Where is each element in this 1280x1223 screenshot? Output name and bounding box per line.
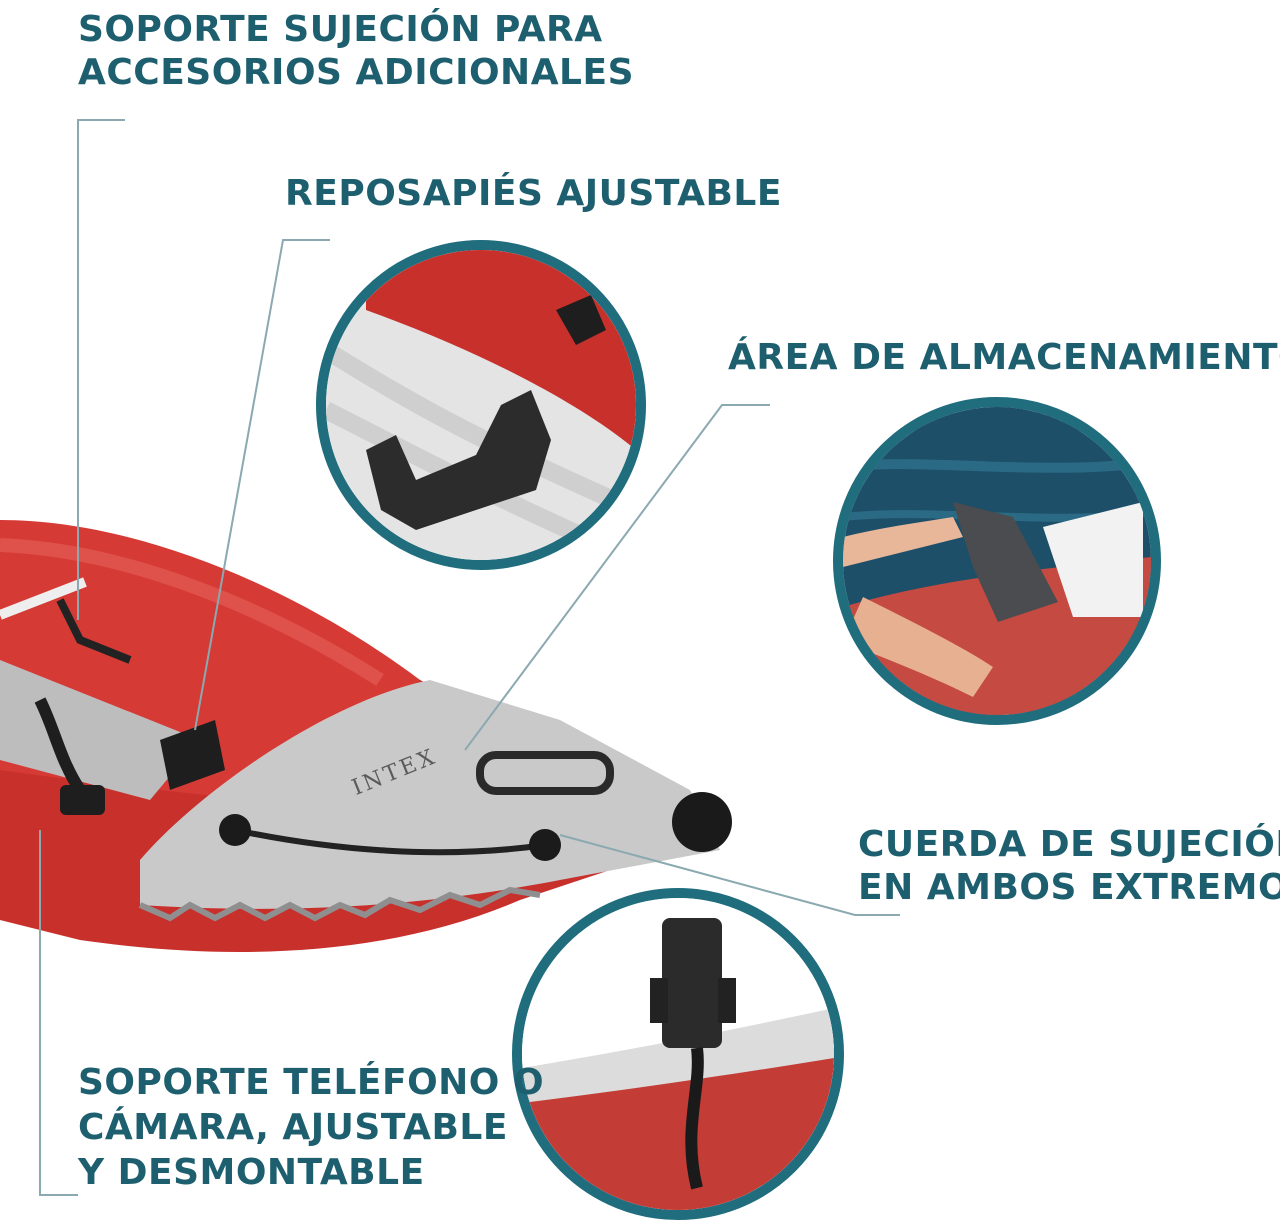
phone-mount-detail-circle xyxy=(512,888,844,1220)
phone-device xyxy=(662,918,722,1048)
leader-phone-mount xyxy=(39,830,78,1196)
label-storage: ÁREA DE ALMACENAMIENTO xyxy=(728,337,1280,378)
kayak-tube-highlight xyxy=(0,538,384,686)
accessory-bar xyxy=(0,577,87,620)
label-rope: CUERDA DE SUJECIÓN EN AMBOS EXTREMOS xyxy=(858,824,1280,909)
label-accessory-mount: SOPORTE SUJECIÓN PARA ACCESORIOS ADICION… xyxy=(78,9,635,94)
kayak-bow-edge xyxy=(138,886,541,922)
storage-person-arm xyxy=(843,517,963,567)
footrest-tube xyxy=(366,250,636,450)
storage-dry-bag xyxy=(953,502,1058,622)
phone-arm xyxy=(34,697,86,794)
label-phone-mount: SOPORTE TELÉFONO O CÁMARA, AJUSTABLE Y D… xyxy=(78,1062,545,1193)
storage-person-legs xyxy=(843,597,993,697)
footrest-small xyxy=(160,720,225,790)
label-footrest: REPOSAPIÉS AJUSTABLE xyxy=(285,173,782,214)
storage-deck xyxy=(1043,502,1143,617)
phone-flex-arm xyxy=(685,1047,704,1190)
bungee-anchor-left xyxy=(219,814,251,846)
leader-rope xyxy=(559,834,900,916)
footrest-pedal xyxy=(366,390,551,530)
accessory-strap xyxy=(56,598,132,664)
storage-detail-circle xyxy=(833,397,1161,725)
footrest-detail-circle xyxy=(316,240,646,570)
phone-arm-base xyxy=(60,785,105,815)
carry-handle xyxy=(476,751,614,795)
bungee-cord xyxy=(234,827,546,856)
bow-tip xyxy=(672,792,732,852)
kayak-floor xyxy=(0,660,200,800)
kayak-bow-cover xyxy=(140,680,720,909)
bungee-anchor-right xyxy=(529,829,561,861)
leader-storage xyxy=(464,404,770,751)
leader-footrest xyxy=(194,239,330,731)
leader-accessory-mount xyxy=(77,119,125,620)
